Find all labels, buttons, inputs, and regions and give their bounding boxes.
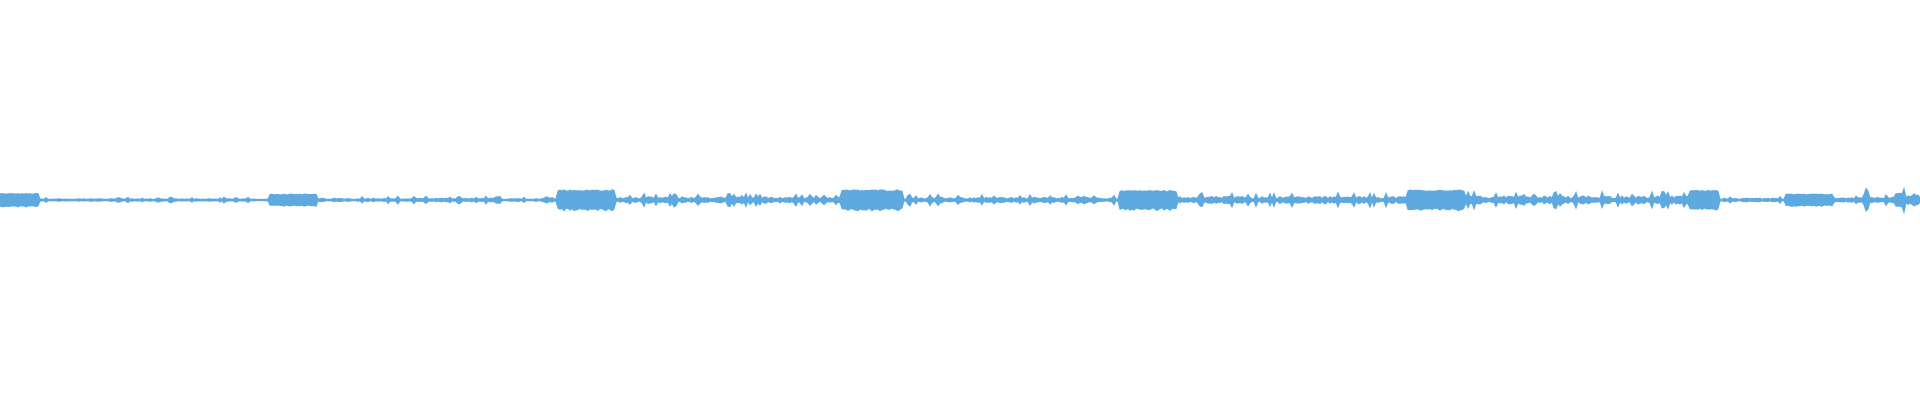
waveform-path bbox=[0, 186, 1920, 215]
